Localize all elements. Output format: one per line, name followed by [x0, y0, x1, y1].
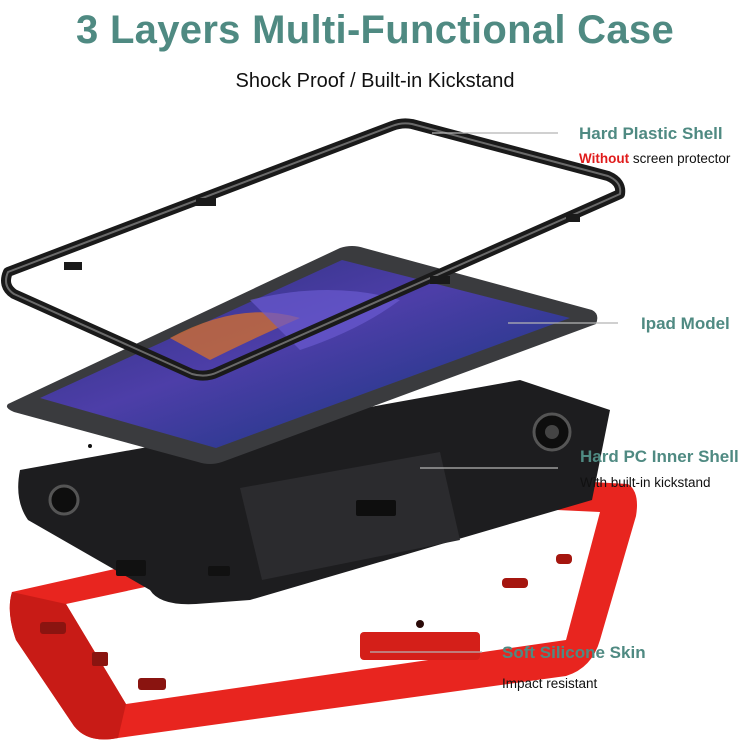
- label-hard-pc-inner-shell: Hard PC Inner Shell: [580, 447, 739, 466]
- label-ipad-model: Ipad Model: [641, 314, 730, 333]
- page-title: 3 Layers Multi-Functional Case: [75, 8, 675, 52]
- leader-lines: [370, 132, 618, 653]
- hard-plastic-shell: [1, 118, 626, 381]
- desc-highlight-without: Without: [579, 151, 630, 166]
- silicone-skin: [9, 478, 637, 740]
- page-subtitle: Shock Proof / Built-in Kickstand: [235, 70, 515, 92]
- desc-hard-pc-inner-shell: With built-in kickstand: [580, 475, 711, 490]
- label-soft-silicone-skin: Soft Silicone Skin: [502, 643, 646, 662]
- desc-screen-protector: screen protector: [629, 151, 731, 166]
- desc-hard-plastic-shell: Without screen protector: [579, 151, 730, 166]
- desc-soft-silicone-skin: Impact resistant: [502, 676, 598, 691]
- label-hard-plastic-shell: Hard Plastic Shell: [579, 124, 723, 143]
- pc-inner-shell: [18, 380, 610, 605]
